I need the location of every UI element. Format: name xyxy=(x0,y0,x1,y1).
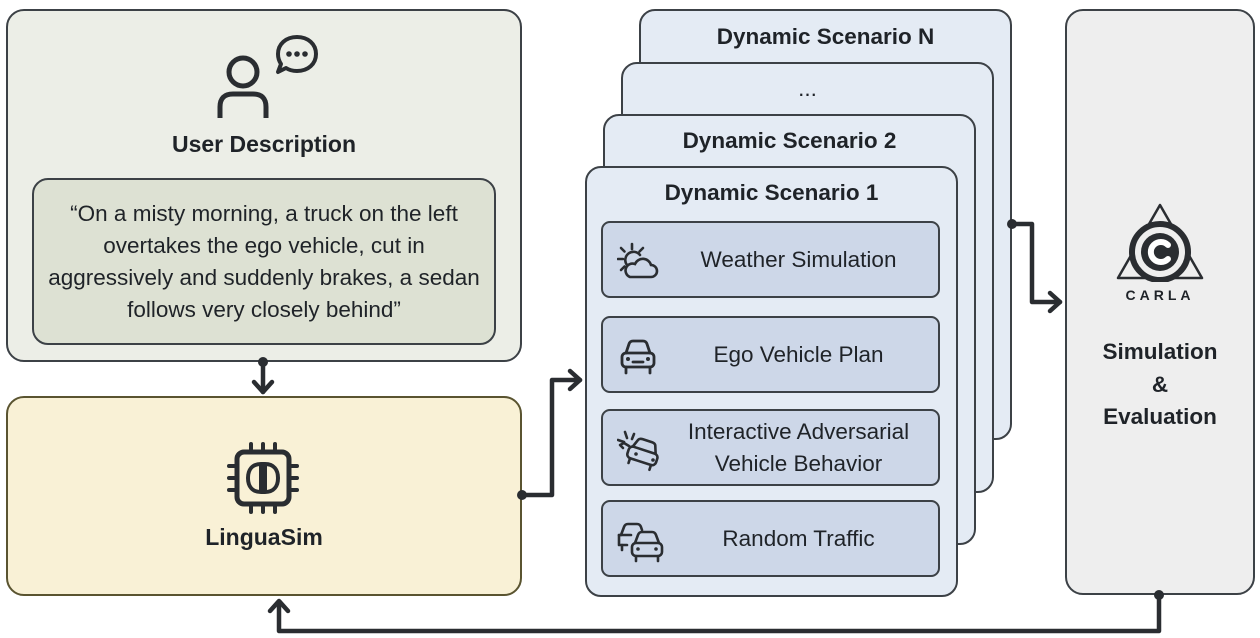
carla-logo-text: CARLA xyxy=(1125,287,1195,303)
car-icon xyxy=(620,339,656,375)
arrow-scenarios-to-carla xyxy=(1009,221,1063,305)
scenario-title-1: Dynamic Scenario 1 xyxy=(664,180,879,205)
simulation-evaluation-label: Simulation & Evaluation xyxy=(1065,336,1255,434)
speech-bubble-icon xyxy=(276,35,318,74)
module-label-weather-simulation: Weather Simulation xyxy=(700,246,897,272)
collision-car-icon xyxy=(617,430,659,472)
weather-sun-cloud-icon xyxy=(617,242,659,279)
scenario-title-n: Dynamic Scenario N xyxy=(716,24,935,49)
arrow-linguasim-to-scenarios xyxy=(519,377,583,498)
user-icon xyxy=(217,55,269,118)
module-label-interactive-adversarial: Interactive Adversarial Vehicle Behavior xyxy=(687,418,910,476)
simulation-label-line2: & xyxy=(1151,371,1169,397)
module-label-random-traffic: Random Traffic xyxy=(722,525,875,551)
arrow-carla-to-linguasim xyxy=(276,592,1162,634)
module-random-traffic: Random Traffic xyxy=(601,500,940,577)
user-description-title: User Description xyxy=(171,131,357,157)
chip-brain-icon xyxy=(227,442,299,514)
module-weather-simulation: Weather Simulation xyxy=(601,221,940,298)
carla-logo-icon xyxy=(1116,203,1204,282)
traffic-cars-icon xyxy=(617,522,664,563)
module-ego-vehicle-plan: Ego Vehicle Plan xyxy=(601,316,940,393)
simulation-label-line1: Simulation xyxy=(1102,339,1218,364)
linguasim-panel xyxy=(6,396,522,596)
scenario-title-2: Dynamic Scenario 2 xyxy=(682,128,897,153)
carla-simulation-panel xyxy=(1065,9,1255,595)
linguasim-title: LinguaSim xyxy=(205,524,323,550)
module-interactive-adversarial-vehicle-behavior: Interactive Adversarial Vehicle Behavior xyxy=(601,409,940,486)
scenario-title-ellipsis: ... xyxy=(798,76,817,101)
simulation-label-line3: Evaluation xyxy=(1103,404,1217,429)
user-quote-text: “On a misty morning, a truck on the left… xyxy=(48,200,480,322)
user-quote-box: “On a misty morning, a truck on the left… xyxy=(32,178,496,345)
module-label-ego-vehicle-plan: Ego Vehicle Plan xyxy=(713,341,884,367)
